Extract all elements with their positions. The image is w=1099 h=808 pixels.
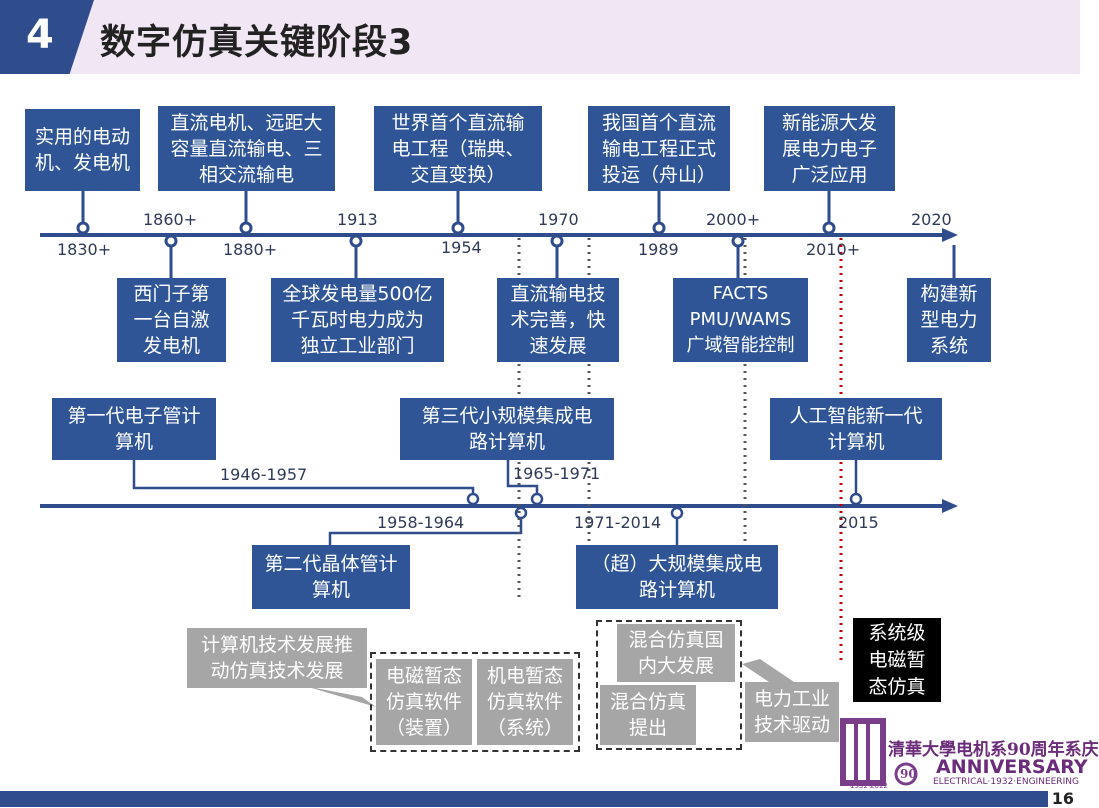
event-box-first-hvdc: 世界首个直流输 电工程（瑞典、 交直变换） bbox=[374, 106, 542, 191]
year-label: 2010+ bbox=[806, 240, 861, 259]
marker-1913 bbox=[349, 234, 363, 248]
year-label: 1965-1971 bbox=[513, 464, 601, 483]
marker-1970 bbox=[550, 234, 564, 248]
marker-1958 bbox=[514, 506, 528, 520]
year-label: 1880+ bbox=[223, 240, 278, 259]
footer-bar bbox=[0, 791, 1048, 807]
section-number: 4 bbox=[26, 12, 54, 58]
electromech-software: 机电暂态 仿真软件 （系统） bbox=[477, 659, 573, 745]
marker-1880 bbox=[239, 221, 253, 235]
software-group-dashed bbox=[370, 652, 580, 752]
event-box-dc-motor: 直流电机、远距大 容量直流输电、三 相交流输电 bbox=[158, 106, 335, 191]
event-box-global-power: 全球发电量500亿 千瓦时电力成为 独立工业部门 bbox=[271, 278, 444, 362]
marker-1830 bbox=[76, 221, 90, 235]
marker-1971 bbox=[670, 506, 684, 520]
year-label: 2020 bbox=[911, 210, 952, 229]
event-box-vlsi-computer: （超）大规模集成电 路计算机 bbox=[576, 545, 778, 609]
marker-1946 bbox=[466, 492, 480, 506]
logo-title: 清華大學电机系90周年系庆 bbox=[888, 740, 1099, 760]
event-box-gen3-computer: 第三代小规模集成电 路计算机 bbox=[400, 398, 614, 460]
year-label: 1989 bbox=[638, 240, 679, 259]
event-box-ai-computer: 人工智能新一代 计算机 bbox=[770, 398, 942, 460]
year-label: 1830+ bbox=[57, 240, 112, 259]
marker-1860 bbox=[164, 234, 178, 248]
anniversary-logo-graphic: 1932 2022 90 bbox=[840, 718, 918, 790]
year-label: 1971-2014 bbox=[574, 513, 662, 532]
event-box-gen1-computer: 第一代电子管计 算机 bbox=[52, 398, 216, 460]
event-box-hvdc-mature: 直流输电技 术完善，快 速发展 bbox=[497, 278, 619, 362]
em-transient-software: 电磁暂态 仿真软件 （装置） bbox=[376, 659, 472, 745]
event-box-china-hvdc: 我国首个直流 输电工程正式 投运（舟山） bbox=[588, 106, 730, 191]
logo-anniversary: ANNIVERSARY bbox=[936, 756, 1088, 778]
marker-2015 bbox=[849, 492, 863, 506]
year-label: 1913 bbox=[337, 210, 378, 229]
event-box-facts: FACTS PMU/WAMS 广域智能控制 bbox=[673, 278, 808, 362]
marker-1965 bbox=[530, 492, 544, 506]
event-box-new-energy: 新能源大发 展电力电子 广泛应用 bbox=[764, 106, 895, 191]
year-label: 2015 bbox=[838, 513, 879, 532]
year-label: 1860+ bbox=[143, 210, 198, 229]
hybrid-group-dashed bbox=[596, 620, 742, 750]
timeline1-arrow bbox=[942, 228, 958, 242]
marker-2000 bbox=[731, 234, 745, 248]
event-box-gen2-computer: 第二代晶体管计 算机 bbox=[252, 545, 410, 609]
year-label: 1946-1957 bbox=[220, 465, 308, 484]
event-box-new-power-system: 构建新 型电力 系统 bbox=[907, 278, 991, 362]
svg-text:1932 2022: 1932 2022 bbox=[850, 782, 888, 790]
year-label: 1970 bbox=[538, 210, 579, 229]
page-title: 数字仿真关键阶段3 bbox=[100, 23, 414, 63]
header-band bbox=[0, 0, 1080, 74]
marker-1989 bbox=[652, 221, 666, 235]
system-level-em-simulation: 系统级 电磁暂 态仿真 bbox=[853, 618, 941, 702]
event-box-practical-motor: 实用的电动 机、发电机 bbox=[25, 109, 140, 191]
marker-1954 bbox=[451, 221, 465, 235]
svg-text:90: 90 bbox=[900, 767, 917, 781]
hybrid-proposed: 混合仿真 提出 bbox=[600, 685, 696, 745]
driver-computer-tech: 计算机技术发展推 动仿真技术发展 bbox=[187, 628, 367, 688]
marker-2010 bbox=[822, 221, 836, 235]
timeline2-arrow bbox=[942, 499, 958, 513]
event-box-siemens: 西门子第 一台自激 发电机 bbox=[117, 278, 226, 362]
year-label: 1958-1964 bbox=[377, 513, 465, 532]
hybrid-domestic: 混合仿真国 内大发展 bbox=[617, 624, 735, 682]
year-label: 2000+ bbox=[706, 210, 761, 229]
driver-power-industry: 电力工业 技术驱动 bbox=[745, 682, 839, 742]
logo-subtitle: ELECTRICAL·1932·ENGINEERING bbox=[933, 777, 1079, 787]
year-label: 1954 bbox=[441, 238, 482, 257]
page-number: 16 bbox=[1051, 789, 1074, 808]
